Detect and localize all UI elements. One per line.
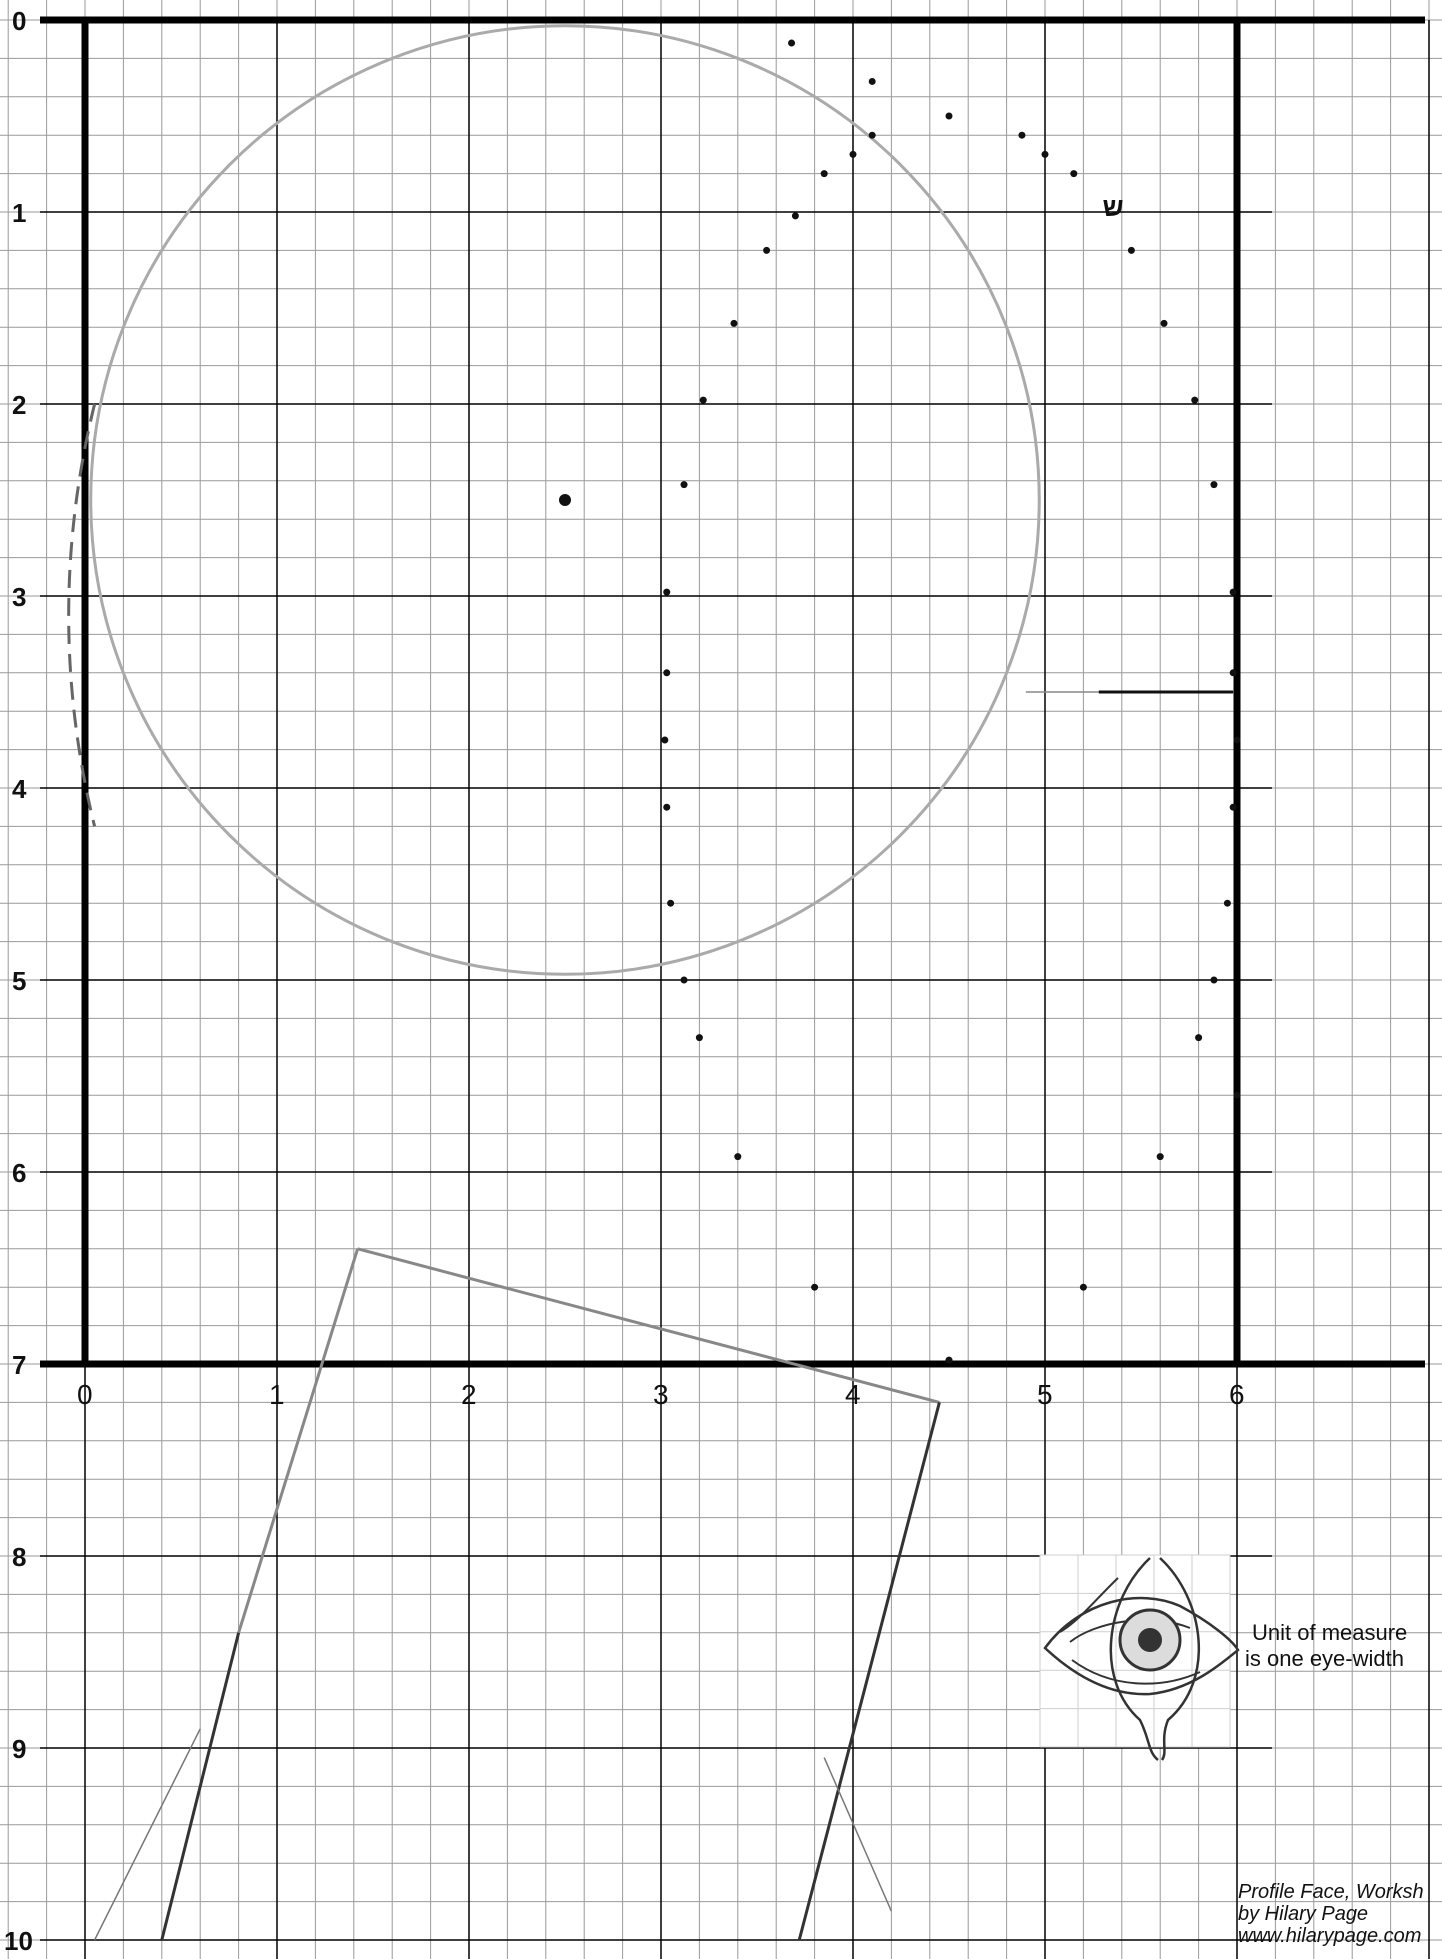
profile-dot: [868, 77, 876, 85]
neck-right-line: [797, 1402, 941, 1941]
credit-line-3: www.hilarypage.com: [1238, 1925, 1421, 1947]
profile-dot: [945, 112, 953, 120]
profile-dot: [945, 1356, 953, 1364]
y-axis-labels: 0 1 2 3 4 5 6 7 8 9 10: [4, 6, 33, 1956]
circle-center-dot: [559, 494, 571, 506]
x-axis-labels: 0 1 2 3 4 5 6: [77, 1379, 1245, 1410]
profile-dot: [1210, 976, 1218, 984]
neck-lines: [160, 1247, 941, 1941]
y-tick-label: 3: [12, 582, 26, 612]
head-circle: [89, 24, 1041, 976]
profile-dot: [695, 1034, 703, 1042]
profile-dot: [1233, 736, 1241, 744]
y-tick-label: 1: [12, 198, 26, 228]
profile-dot: [1041, 150, 1049, 158]
profile-dot: [663, 669, 671, 677]
profile-dot: [763, 246, 771, 254]
credit-line-1: Profile Face, Worksh: [1238, 1881, 1424, 1903]
profile-dot: [1210, 481, 1218, 489]
profile-dot: [811, 1283, 819, 1291]
profile-dot: [849, 150, 857, 158]
y-tick-label: 0: [12, 6, 26, 36]
profile-dot: [734, 1153, 742, 1161]
neck-top-line: [357, 1247, 940, 1404]
profile-dot: [730, 319, 738, 327]
x-tick-label: 1: [269, 1379, 285, 1410]
y-tick-label: 8: [12, 1542, 26, 1572]
small-mark: ש: [1103, 192, 1124, 222]
y-tick-label: 2: [12, 390, 26, 420]
profile-dot: [1127, 246, 1135, 254]
neck-left-lower: [160, 1632, 241, 1941]
y-tick-label: 4: [12, 774, 27, 804]
guide-line: [93, 1728, 201, 1941]
credit: Profile Face, Worksh by Hilary Page www.…: [1238, 1881, 1424, 1947]
guide-line: [823, 1757, 893, 1912]
profile-dot: [788, 39, 796, 47]
x-tick-label: 4: [845, 1379, 861, 1410]
profile-dot: [663, 803, 671, 811]
x-tick-label: 2: [461, 1379, 477, 1410]
profile-dot: [1018, 131, 1026, 139]
profile-dot: [1229, 803, 1237, 811]
y-tick-label: 5: [12, 966, 26, 996]
profile-dot: [1079, 1283, 1087, 1291]
x-tick-label: 6: [1229, 1379, 1245, 1410]
legend: Unit of measure is one eye-width: [1039, 1554, 1407, 1761]
neck-left-upper: [237, 1248, 360, 1634]
y-tick-label: 10: [4, 1926, 33, 1956]
profile-dot: [1223, 899, 1231, 907]
x-tick-label: 0: [77, 1379, 93, 1410]
profile-dot: [1156, 1153, 1164, 1161]
x-tick-label: 5: [1037, 1379, 1053, 1410]
profile-dot: [661, 736, 669, 744]
x-tick-label: 3: [653, 1379, 669, 1410]
profile-dot: [820, 170, 828, 178]
guide-lines: [93, 1728, 893, 1941]
profile-dot: [1160, 319, 1168, 327]
frame-lines: [40, 16, 1425, 1368]
profile-dot: [791, 212, 799, 220]
y-tick-label: 7: [12, 1350, 26, 1380]
legend-line-2: is one eye-width: [1245, 1646, 1404, 1671]
profile-dot: [1233, 1091, 1241, 1099]
y-tick-label: 6: [12, 1158, 26, 1188]
credit-line-2: by Hilary Page: [1238, 1903, 1368, 1925]
profile-dot: [1229, 669, 1237, 677]
legend-line-1: Unit of measure: [1252, 1620, 1407, 1645]
y-tick-label: 9: [12, 1734, 26, 1764]
profile-dots: [661, 39, 1241, 1364]
profile-dot: [1191, 396, 1199, 404]
profile-dot: [1070, 170, 1078, 178]
dashed-arc: [67, 403, 97, 827]
profile-dot: [680, 481, 688, 489]
profile-dot: [1195, 1034, 1203, 1042]
profile-dot: [667, 899, 675, 907]
eye-icon: [1039, 1554, 1240, 1761]
profile-dot: [868, 131, 876, 139]
profile-dot: [1229, 588, 1237, 596]
profile-dot: [680, 976, 688, 984]
profile-dot: [663, 588, 671, 596]
profile-dot: [699, 396, 707, 404]
